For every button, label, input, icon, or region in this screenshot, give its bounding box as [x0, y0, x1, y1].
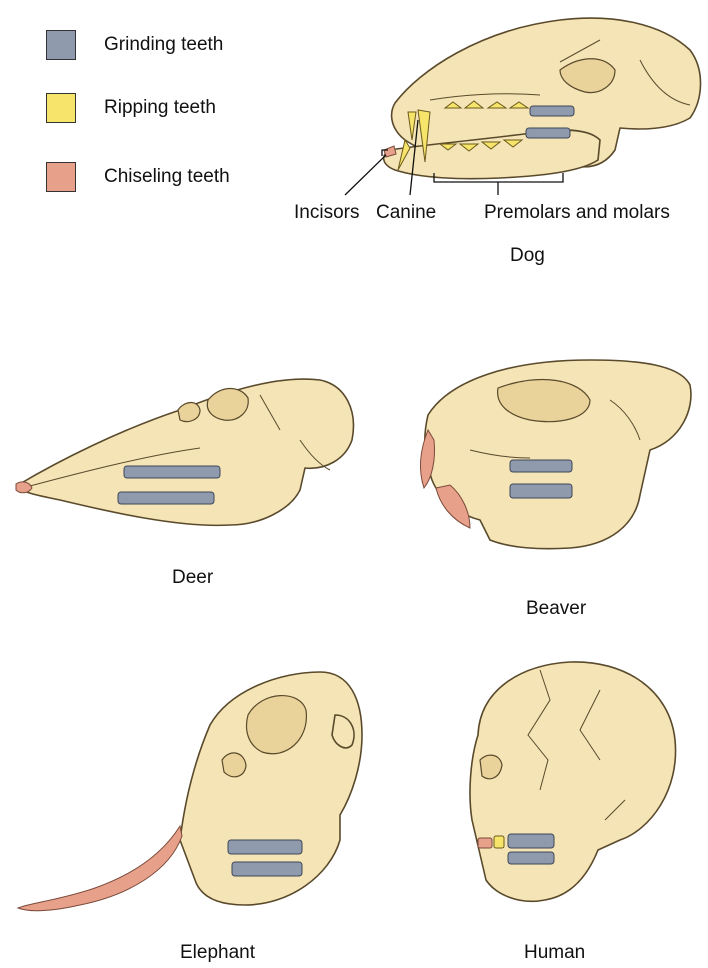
elephant-skull	[18, 672, 362, 911]
chiseling-swatch	[46, 162, 76, 192]
incisors-label: Incisors	[294, 202, 359, 224]
dog-caption: Dog	[510, 245, 545, 267]
human-caption: Human	[524, 942, 585, 964]
deer-skull	[16, 379, 353, 525]
premolars-molars-label: Premolars and molars	[484, 202, 670, 224]
legend-label: Grinding teeth	[104, 34, 223, 56]
legend-item-grinding: Grinding teeth	[46, 28, 223, 62]
beaver-skull	[421, 360, 691, 549]
beaver-caption: Beaver	[526, 598, 586, 620]
grinding-swatch	[46, 30, 76, 60]
ripping-swatch	[46, 93, 76, 123]
legend-item-chiseling: Chiseling teeth	[46, 160, 230, 194]
dog-skull	[345, 18, 701, 195]
legend-label: Chiseling teeth	[104, 166, 230, 188]
legend-label: Ripping teeth	[104, 97, 216, 119]
human-skull	[470, 662, 676, 901]
elephant-caption: Elephant	[180, 942, 255, 964]
canine-label: Canine	[376, 202, 436, 224]
legend-item-ripping: Ripping teeth	[46, 91, 216, 125]
deer-caption: Deer	[172, 567, 213, 589]
